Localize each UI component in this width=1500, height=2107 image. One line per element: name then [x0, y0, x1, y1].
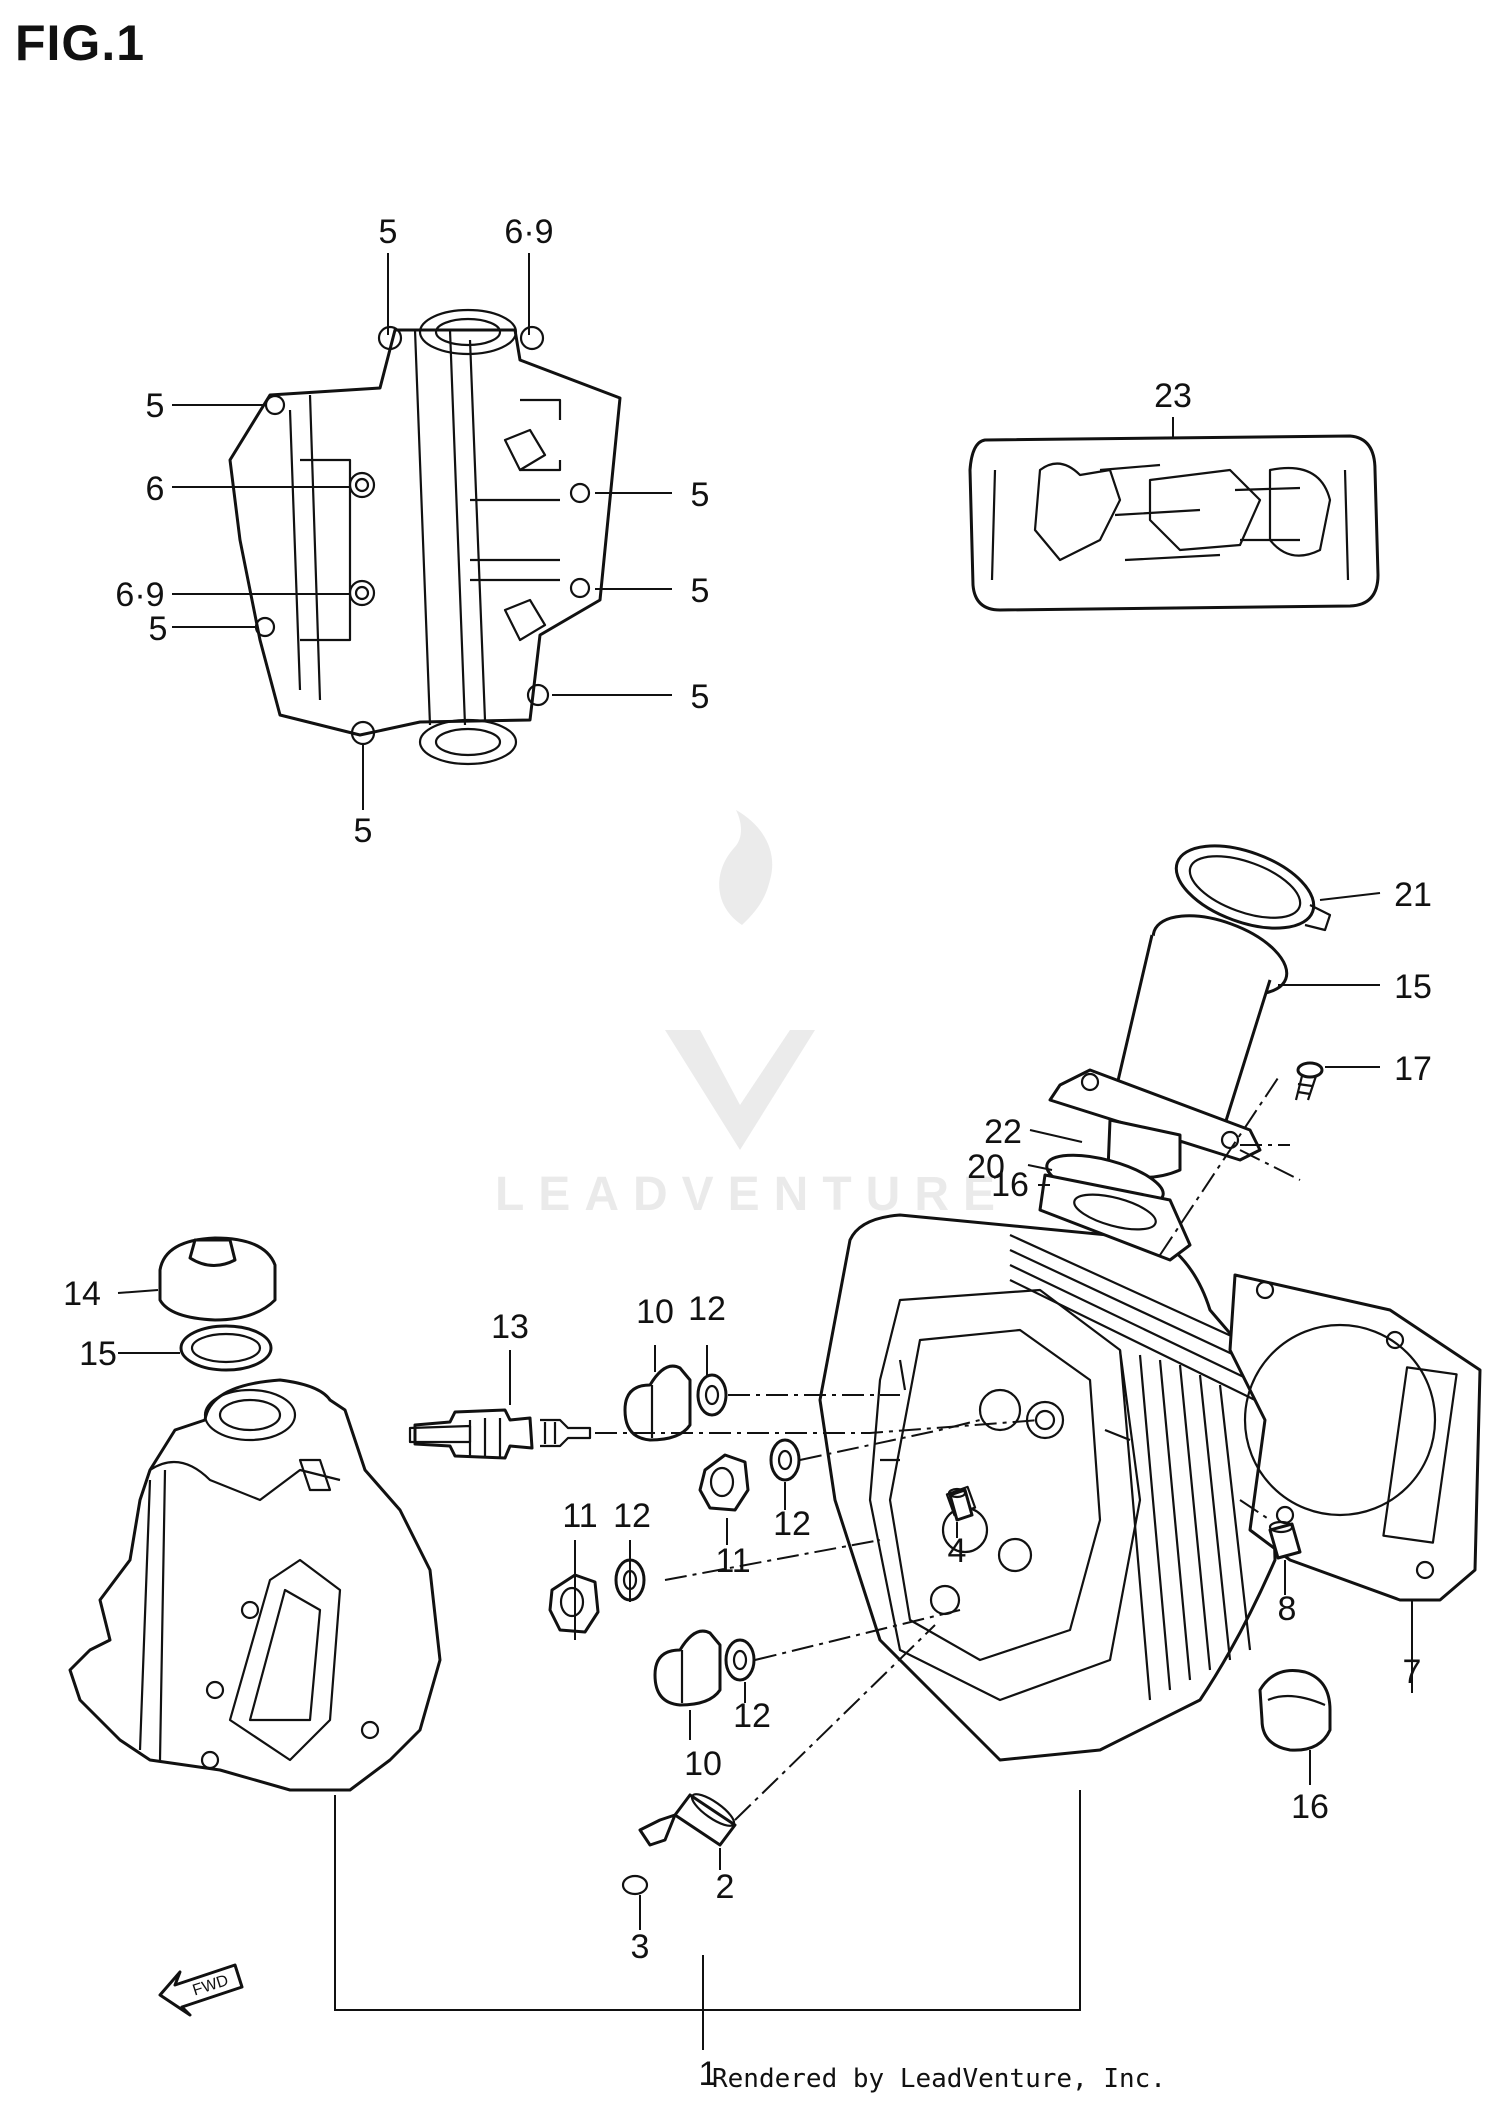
callout-6-9-top: 6·9: [504, 213, 553, 251]
fwd-arrow: FWD: [158, 1963, 244, 2017]
callout-5-left-upper: 5: [146, 387, 165, 425]
callout-13: 13: [491, 1308, 529, 1346]
callout-21: 20: [967, 1148, 1005, 1186]
washer-mid: [769, 1438, 801, 1482]
callout-22: 22: [984, 1113, 1022, 1151]
callout-11-left: 11: [562, 1497, 597, 1535]
callout-19: 17: [1394, 1050, 1432, 1088]
callout-10-upper: 10: [636, 1293, 674, 1331]
callout-11-mid: 11: [715, 1542, 750, 1580]
valve-guide: [638, 1793, 737, 1847]
callout-10-lower: 10: [684, 1745, 722, 1783]
callout-3: 3: [631, 1928, 650, 1966]
callout-5-left-lower: 5: [149, 610, 168, 648]
callout-14: 14: [63, 1275, 101, 1313]
cap-nut-lower: [653, 1629, 722, 1707]
leader-lines: [117, 253, 1413, 2050]
figure-title: FIG.1: [15, 15, 146, 71]
callout-5-bottom: 5: [354, 812, 373, 850]
gasket-set: [968, 434, 1380, 612]
callout-1: 1: [699, 2055, 718, 2093]
dowel-pin: [1268, 1520, 1302, 1560]
callout-7: 7: [1403, 1653, 1422, 1691]
circlip: [621, 1874, 649, 1896]
callout-12-mid: 12: [773, 1505, 811, 1543]
callout-18: 16: [991, 1166, 1029, 1204]
alignment-lines: [595, 1074, 1301, 1821]
watermark-logo: LEADVENTURE: [495, 810, 1009, 1221]
stud-bolt: [947, 1487, 974, 1522]
callout-16: 16: [1291, 1788, 1329, 1826]
callout-2: 2: [716, 1868, 735, 1906]
callout-12-lower: 12: [733, 1697, 771, 1735]
footer-credit: Rendered by LeadVenture, Inc.: [712, 2064, 1166, 2094]
callout-8: 8: [1278, 1590, 1297, 1628]
callout-5-right-1: 5: [691, 476, 710, 514]
head-gasket: [1228, 1273, 1482, 1602]
callout-5-right-3: 5: [691, 678, 710, 716]
plug-cap: [1258, 1669, 1332, 1752]
o-ring: [179, 1324, 273, 1372]
callout-17: 15: [1394, 968, 1432, 1006]
callout-15: 15: [79, 1335, 117, 1373]
cylinder-head-cover: [68, 1378, 442, 1792]
callout-20: 21: [1394, 876, 1432, 914]
callout-4: 4: [948, 1532, 967, 1570]
callout-5-top-left: 5: [379, 213, 398, 251]
cylinder-head-assembly: [818, 1213, 1277, 1762]
oil-filler-cap: [158, 1236, 277, 1322]
cap-nut-upper: [623, 1364, 692, 1442]
washer-upper: [696, 1373, 728, 1417]
callout-5-right-2: 5: [691, 572, 710, 610]
callout-12-upper: 12: [688, 1290, 726, 1328]
callout-12-left: 12: [613, 1497, 651, 1535]
washer-lower-right: [724, 1638, 756, 1682]
callout-6-left: 6: [146, 470, 165, 508]
intake-pipe-assembly: [1038, 844, 1332, 1262]
callout-23: 23: [1154, 377, 1192, 415]
spark-plug: [408, 1408, 592, 1460]
cylinder-head-top-view: [228, 308, 622, 766]
screw: [1294, 1061, 1324, 1101]
flange-nut-upper: [698, 1453, 750, 1512]
watermark-text: LEADVENTURE: [495, 1168, 1009, 1221]
callout-labels: 5 6·9 5 6 6·9 5 5 5 5 5 23 21 15 17 22 1…: [63, 213, 1432, 2093]
callout-6-9-left: 6·9: [115, 576, 164, 614]
